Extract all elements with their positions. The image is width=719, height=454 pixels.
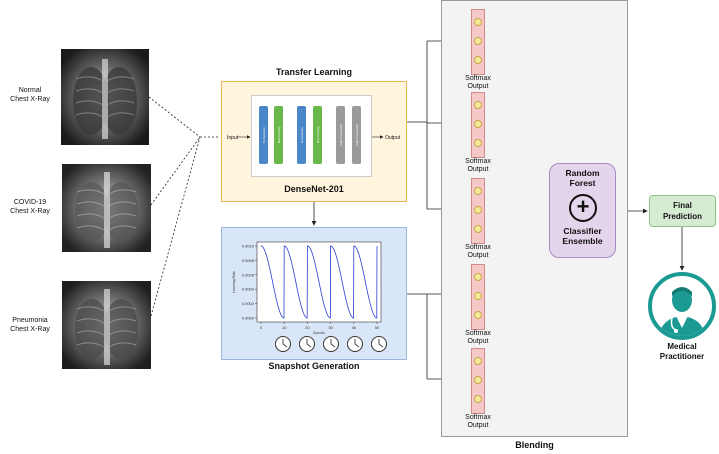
- x-tick-label: 40: [352, 325, 357, 330]
- densenet-architecture: Convolution Max Pooling Convolution Max …: [251, 95, 372, 177]
- y-tick-label: 0.0010: [242, 244, 255, 249]
- normal-label-line2: Chest X-Ray: [10, 96, 50, 103]
- softmax-label-line1: Softmax: [465, 330, 491, 337]
- softmax-node: [474, 376, 482, 384]
- arch-arrows: [238, 135, 384, 139]
- x-tick-label: 0: [260, 325, 263, 330]
- layer-maxpool-1: Max Pooling: [274, 106, 283, 164]
- softmax-label-line2: Output: [467, 252, 489, 259]
- normal-xray-image: [61, 49, 149, 145]
- x-tick-label: 20: [305, 325, 310, 330]
- normal-xray-label: Normal Chest X-Ray: [0, 86, 60, 104]
- softmax-label-line2: Output: [467, 83, 489, 90]
- softmax-node: [474, 56, 482, 64]
- normal-label-line1: Normal: [18, 87, 42, 94]
- softmax-output-1: [471, 9, 485, 75]
- y-tick-label: 0.0004: [242, 287, 255, 292]
- y-tick-label: 0.0006: [242, 272, 255, 277]
- covid-label-line2: Chest X-Ray: [10, 208, 50, 215]
- softmax-output-2: [471, 92, 485, 158]
- input-dotted-lines: [148, 96, 220, 317]
- snapshot-title: Snapshot Generation: [268, 361, 360, 371]
- softmax-label-line2: Output: [467, 422, 489, 429]
- practitioner-label: Medical Practitioner: [644, 342, 719, 362]
- final-line1: Final: [673, 201, 692, 210]
- rf-line3: Classifier: [563, 226, 602, 236]
- softmax-node: [474, 357, 482, 365]
- doctor-icon: [648, 272, 716, 340]
- final-prediction-box: Final Prediction: [649, 195, 716, 227]
- softmax-output-5: [471, 348, 485, 414]
- softmax-label-line2: Output: [467, 166, 489, 173]
- transfer-learning-title: Transfer Learning: [275, 67, 353, 77]
- softmax-node: [474, 395, 482, 403]
- covid-xray-image: [62, 164, 151, 252]
- practitioner-line2: Practitioner: [659, 352, 705, 361]
- softmax-node: [474, 225, 482, 233]
- softmax-node: [474, 101, 482, 109]
- layer-convolution-1: Convolution: [259, 106, 268, 164]
- layer-convolution-2: Convolution: [297, 106, 306, 164]
- softmax-node: [474, 292, 482, 300]
- pneumonia-label-line2: Chest X-Ray: [10, 326, 50, 333]
- arch-output-label: Output: [385, 135, 401, 141]
- x-tick-label: 50: [375, 325, 380, 330]
- learning-rate-series: [260, 245, 378, 319]
- covid-label-line1: COVID-19: [13, 199, 47, 206]
- rf-line4: Ensemble: [562, 236, 603, 246]
- softmax-label-line1: Softmax: [465, 158, 491, 165]
- softmax-output-3: [471, 178, 485, 244]
- x-tick-label: 10: [282, 325, 287, 330]
- pneumonia-label-line1: Pneumonia: [12, 317, 48, 324]
- random-forest-ensemble: Random Forest + Classifier Ensemble: [549, 163, 616, 258]
- softmax-label-line1: Softmax: [465, 414, 491, 421]
- softmax-node: [474, 206, 482, 214]
- y-tick-label: 0.0008: [242, 258, 255, 263]
- softmax-node: [474, 187, 482, 195]
- softmax-label-line1: Softmax: [465, 244, 491, 251]
- softmax-output-4: [471, 264, 485, 330]
- pneumonia-xray-image: [62, 281, 151, 369]
- plus-symbol: +: [576, 194, 590, 219]
- softmax-label-line1: Softmax: [465, 75, 491, 82]
- softmax-label-line2: Output: [467, 338, 489, 345]
- rf-line2: Forest: [569, 178, 596, 188]
- covid-xray-label: COVID-19 Chest X-Ray: [0, 198, 60, 216]
- rf-line1: Random: [565, 168, 600, 178]
- layer-fc-2: Fully Connected: [352, 106, 361, 164]
- final-line2: Prediction: [662, 212, 703, 221]
- softmax-node: [474, 120, 482, 128]
- x-axis-label: Epochs: [313, 331, 325, 335]
- practitioner-line1: Medical: [667, 342, 697, 351]
- learning-rate-chart: 0.0000 0.0002 0.0004 0.0006 0.0008 0.0010 0 10 2…: [232, 241, 382, 335]
- arch-input-label: Input: [227, 135, 239, 141]
- plus-circle-icon: +: [569, 194, 597, 222]
- softmax-node: [474, 18, 482, 26]
- x-tick-label: 30: [328, 325, 333, 330]
- y-axis-label: Learning Rate: [232, 271, 236, 293]
- softmax-node: [474, 273, 482, 281]
- y-tick-label: 0.0000: [242, 316, 255, 321]
- clock-row: [274, 335, 388, 353]
- softmax-node: [474, 37, 482, 45]
- softmax-node: [474, 311, 482, 319]
- layer-fc-1: Fully Connected: [336, 106, 345, 164]
- softmax-node: [474, 139, 482, 147]
- densenet-title: DenseNet-201: [284, 184, 344, 194]
- blending-label: Blending: [515, 440, 554, 450]
- y-tick-label: 0.0002: [242, 301, 255, 306]
- layer-maxpool-2: Max Pooling: [313, 106, 322, 164]
- pneumonia-xray-label: Pneumonia Chest X-Ray: [0, 316, 60, 334]
